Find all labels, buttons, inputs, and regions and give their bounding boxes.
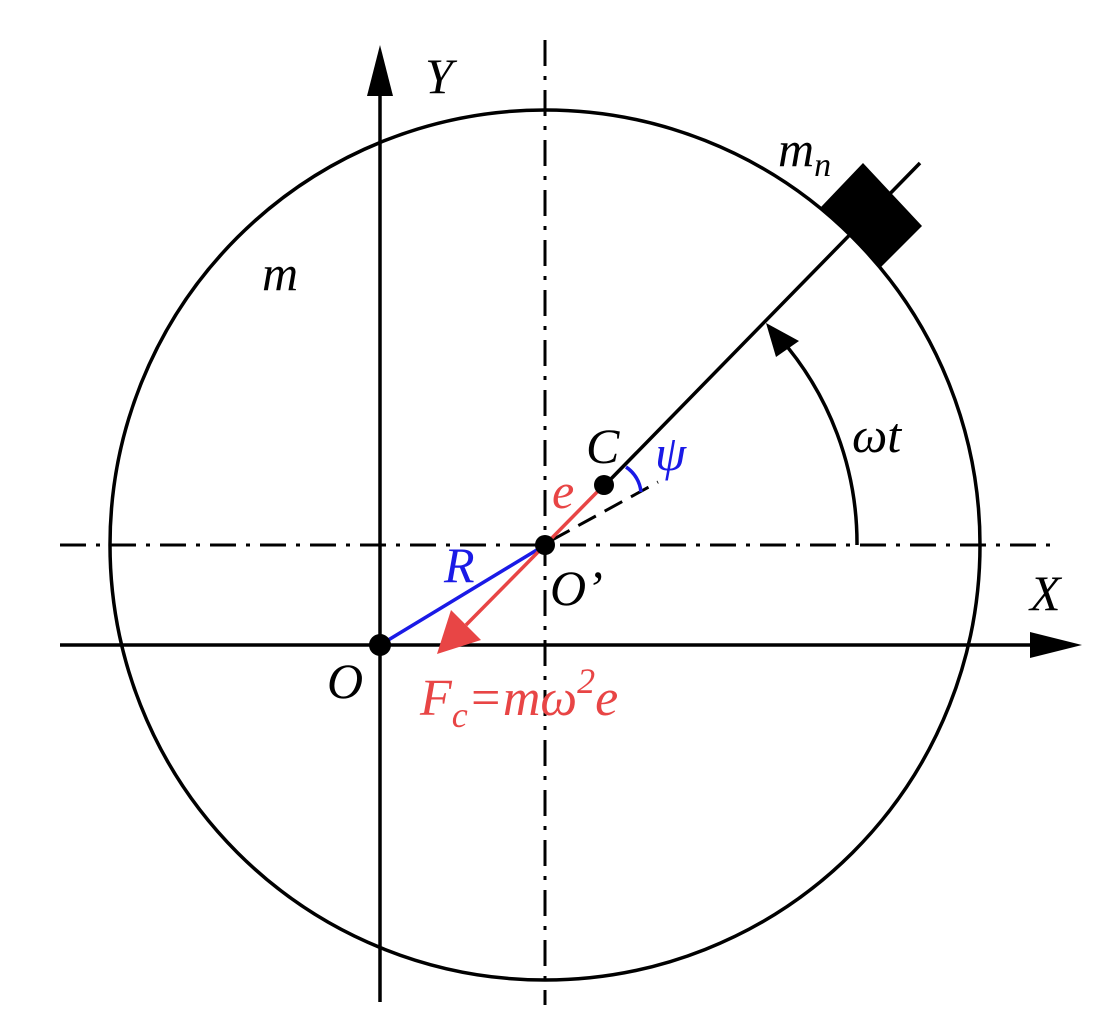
y-axis-label: Y	[425, 48, 458, 104]
block-mass-base: m	[778, 121, 814, 177]
force-superscript: 2	[577, 661, 595, 701]
x-axis-arrowhead	[1030, 632, 1082, 658]
x-axis-label: X	[1028, 565, 1063, 621]
eccentricity-label: e	[552, 463, 574, 519]
disk-mass-label: m	[262, 245, 298, 301]
o-prime-label: O’	[550, 560, 603, 616]
force-subscript: c	[452, 695, 468, 735]
radius-label: R	[443, 537, 475, 593]
block-mass-label: mn	[778, 121, 831, 184]
psi-label: ψ	[655, 425, 687, 481]
force-equation-label: Fc=mω2e	[419, 661, 618, 735]
force-symbol: F	[419, 670, 453, 727]
point-c-dot	[594, 475, 614, 495]
mass-block	[821, 163, 922, 268]
psi-arc	[624, 465, 643, 493]
origin-label: O	[327, 653, 363, 709]
force-equals-m: =m	[468, 670, 541, 727]
force-e: e	[595, 670, 618, 727]
force-arrow-line	[464, 543, 547, 627]
point-c-label: C	[586, 418, 620, 474]
force-arrowhead	[437, 610, 481, 654]
block-mass-subscript: n	[814, 147, 831, 184]
point-o-prime-dot	[535, 535, 555, 555]
origin-o-dot	[369, 634, 391, 656]
omega-t-arrowhead	[766, 323, 799, 357]
radius-r-line	[379, 543, 546, 647]
omega-t-arc	[777, 335, 859, 546]
eccentricity-line	[543, 484, 605, 547]
rotor-circle	[108, 108, 982, 982]
y-axis-arrowhead	[367, 45, 393, 96]
omega-t-label: ωt	[852, 407, 902, 463]
force-omega: ω	[540, 670, 577, 727]
